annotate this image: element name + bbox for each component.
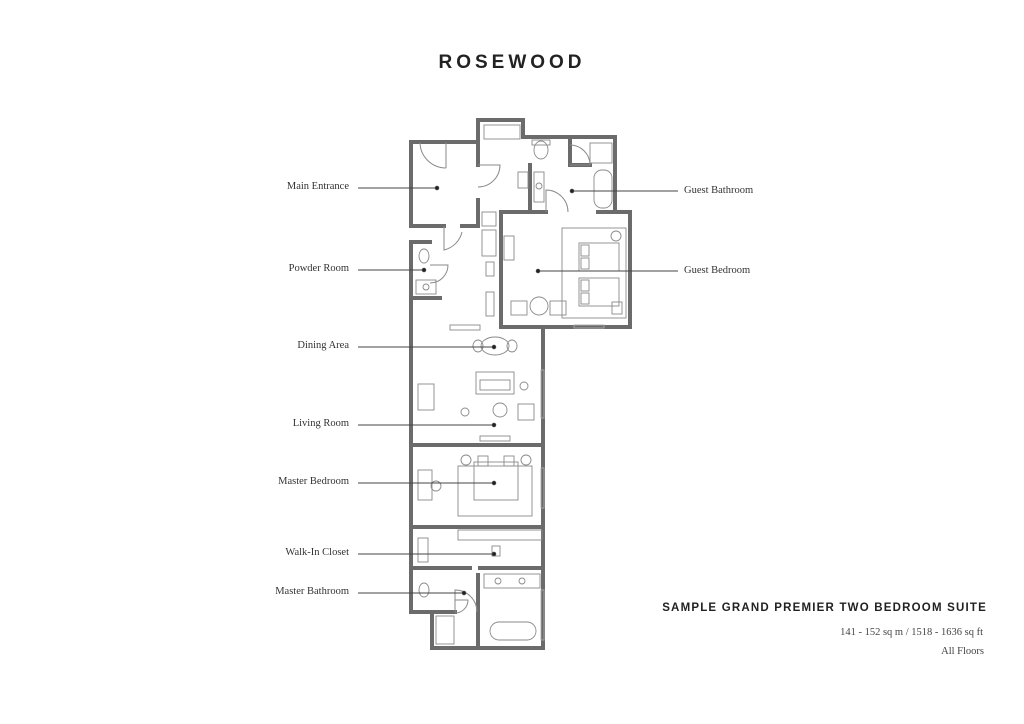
guest-desk bbox=[503, 235, 515, 261]
guest-window bbox=[573, 324, 605, 329]
walls bbox=[409, 118, 632, 650]
wall-master-bed bbox=[409, 443, 545, 529]
master-pillow-2 bbox=[503, 455, 515, 467]
guest-sink bbox=[535, 182, 543, 190]
guest-table bbox=[529, 296, 549, 316]
dining-sideboard bbox=[449, 324, 481, 331]
guest-bed-area bbox=[561, 227, 627, 319]
master-toilet bbox=[418, 582, 430, 598]
door-corridor bbox=[443, 226, 463, 251]
guest-pillow-2 bbox=[580, 257, 590, 270]
entrance-closet bbox=[481, 211, 497, 227]
suite-title: SAMPLE GRAND PREMIER TWO BEDROOM SUITE bbox=[662, 602, 987, 614]
dining-chair-l bbox=[472, 339, 484, 353]
living-armchair-deco bbox=[519, 381, 529, 391]
brand-logo: ROSEWOOD bbox=[438, 52, 586, 73]
guest-wardrobe bbox=[481, 229, 497, 257]
guest-chair-2 bbox=[549, 300, 567, 316]
guest-bed-1 bbox=[578, 242, 620, 272]
dining-table bbox=[480, 336, 510, 356]
wall-living-right bbox=[499, 325, 545, 447]
door-guest-bath-2 bbox=[569, 144, 591, 166]
door-guest-bath-1 bbox=[545, 189, 569, 213]
living-sofa-seat bbox=[479, 379, 511, 391]
living-table-1 bbox=[492, 402, 508, 418]
living-tv bbox=[479, 435, 511, 442]
master-vanity bbox=[483, 573, 541, 589]
guest-chair-1 bbox=[510, 300, 528, 316]
door-main-entrance bbox=[419, 141, 447, 169]
label-master-bedroom: Master Bedroom bbox=[278, 476, 349, 487]
label-guest-bedroom: Guest Bedroom bbox=[684, 265, 751, 276]
wall-guest-bedroom bbox=[499, 210, 632, 329]
guest-nightstand bbox=[611, 301, 623, 315]
label-living-room: Living Room bbox=[292, 418, 349, 429]
powder-sink bbox=[422, 283, 430, 291]
living-window bbox=[540, 369, 545, 419]
wall-guest-bathroom bbox=[521, 135, 617, 214]
dining-chair-r bbox=[506, 339, 518, 353]
living-armchair bbox=[517, 403, 535, 421]
closet-island bbox=[491, 545, 501, 557]
guest-tv bbox=[485, 261, 495, 277]
label-dining-area: Dining Area bbox=[297, 340, 349, 351]
entrance-bench bbox=[483, 124, 521, 140]
living-desk bbox=[417, 383, 435, 411]
guest-pillow-1 bbox=[580, 244, 590, 257]
guest-tub bbox=[593, 169, 613, 209]
master-shower bbox=[435, 615, 455, 645]
master-bed bbox=[473, 461, 519, 501]
master-window bbox=[540, 467, 545, 509]
master-sink-1 bbox=[494, 577, 502, 585]
furniture bbox=[415, 124, 627, 645]
suite-size: 141 - 152 sq m / 1518 - 1636 sq ft bbox=[840, 627, 983, 638]
suite-floors: All Floors bbox=[941, 646, 984, 657]
guest-toilet-tank bbox=[531, 139, 551, 146]
wall-entrance-mid bbox=[460, 140, 480, 228]
guest-dresser bbox=[485, 291, 495, 317]
guest-toilet bbox=[533, 140, 549, 160]
guest-shower bbox=[589, 142, 613, 164]
closet-bench bbox=[417, 537, 429, 563]
master-tub bbox=[489, 621, 537, 641]
powder-vanity bbox=[415, 279, 437, 295]
master-desk bbox=[417, 469, 433, 501]
door-entrance-inner bbox=[477, 164, 501, 188]
guest-pillow-4 bbox=[580, 292, 590, 305]
master-window bbox=[540, 589, 545, 641]
master-lamp-1 bbox=[460, 454, 472, 466]
living-table-2 bbox=[460, 407, 470, 417]
door-master-bath bbox=[454, 589, 478, 613]
wall-master-bath bbox=[409, 566, 545, 650]
master-rug bbox=[457, 465, 533, 517]
powder-toilet bbox=[418, 248, 430, 264]
master-chair bbox=[430, 480, 442, 492]
leader-lines bbox=[358, 185, 678, 596]
door-powder bbox=[429, 264, 449, 284]
guest-lamp bbox=[610, 230, 622, 242]
master-sink-2 bbox=[518, 577, 526, 585]
master-pillow-1 bbox=[477, 455, 489, 467]
label-main-entrance: Main Entrance bbox=[286, 181, 349, 192]
wall-main-entrance bbox=[409, 140, 448, 228]
label-master-bathroom: Master Bathroom bbox=[275, 586, 349, 597]
closet-rail-top bbox=[457, 529, 543, 541]
label-powder-room: Powder Room bbox=[288, 263, 349, 274]
guest-vanity bbox=[533, 171, 545, 203]
wall-entrance-top bbox=[444, 118, 525, 144]
wall-closet bbox=[409, 525, 545, 570]
living-sofa bbox=[475, 371, 515, 395]
door-master-bath-2 bbox=[454, 599, 469, 614]
doors bbox=[419, 141, 591, 614]
label-walk-in-closet: Walk-In Closet bbox=[285, 547, 349, 558]
entrance-console bbox=[517, 171, 529, 189]
guest-pillow-3 bbox=[580, 279, 590, 292]
guest-bed-2 bbox=[578, 277, 620, 307]
master-lamp-2 bbox=[520, 454, 532, 466]
label-guest-bathroom: Guest Bathroom bbox=[684, 185, 754, 196]
